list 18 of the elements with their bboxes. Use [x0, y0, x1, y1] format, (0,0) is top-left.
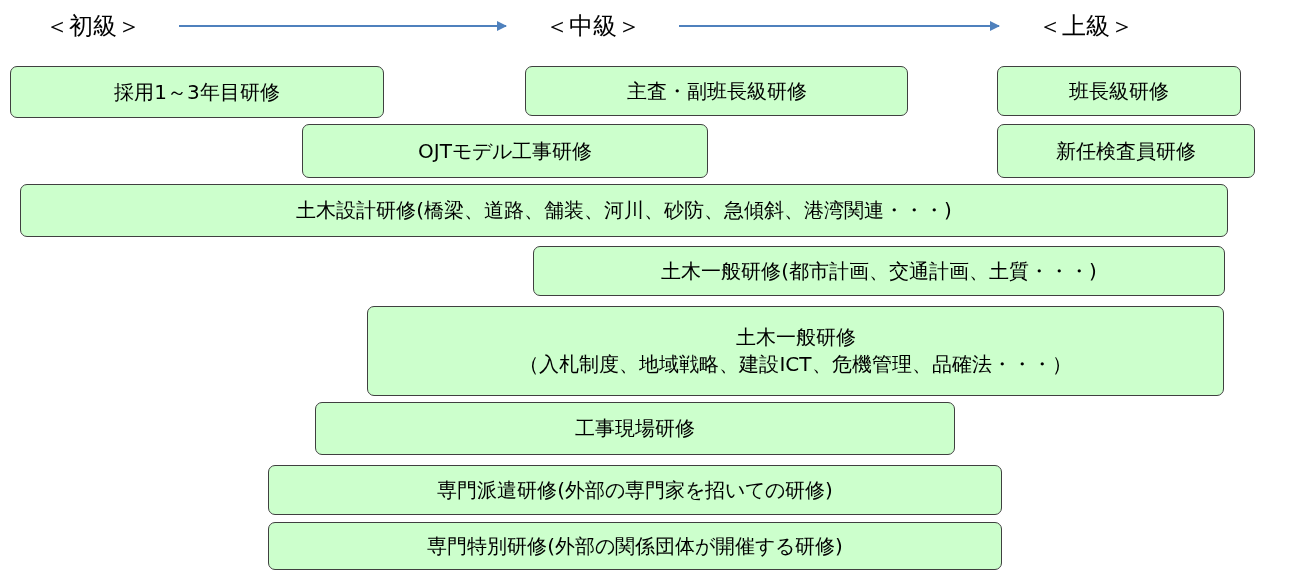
- arrow: [178, 21, 507, 31]
- training-course-bar: 専門特別研修(外部の関係団体が開催する研修): [268, 522, 1002, 570]
- training-course-bar: 新任検査員研修: [997, 124, 1255, 178]
- training-course-bar: OJTモデル工事研修: [302, 124, 708, 178]
- course-text: （入札制度、地域戦略、建設ICT、危機管理、品確法・・・）: [519, 351, 1072, 378]
- course-text: 土木一般研修: [735, 324, 856, 351]
- level-heading: ＜中級＞: [510, 5, 675, 47]
- level-heading: ＜初級＞: [10, 5, 175, 47]
- training-course-bar: 専門派遣研修(外部の専門家を招いての研修): [268, 465, 1002, 515]
- training-course-bar: 主査・副班長級研修: [525, 66, 908, 116]
- training-course-bar: [367, 306, 1224, 396]
- arrow: [678, 21, 1000, 31]
- training-course-bar: 土木設計研修(橋梁、道路、舗装、河川、砂防、急傾斜、港湾関連・・・): [20, 184, 1228, 237]
- training-course-bar: 班長級研修: [997, 66, 1241, 116]
- training-course-bar: 採用1～3年目研修: [10, 66, 384, 118]
- training-course-bar: 土木一般研修(都市計画、交通計画、土質・・・): [533, 246, 1225, 296]
- training-course-bar: 工事現場研修: [315, 402, 955, 455]
- level-heading: ＜上級＞: [1003, 5, 1168, 47]
